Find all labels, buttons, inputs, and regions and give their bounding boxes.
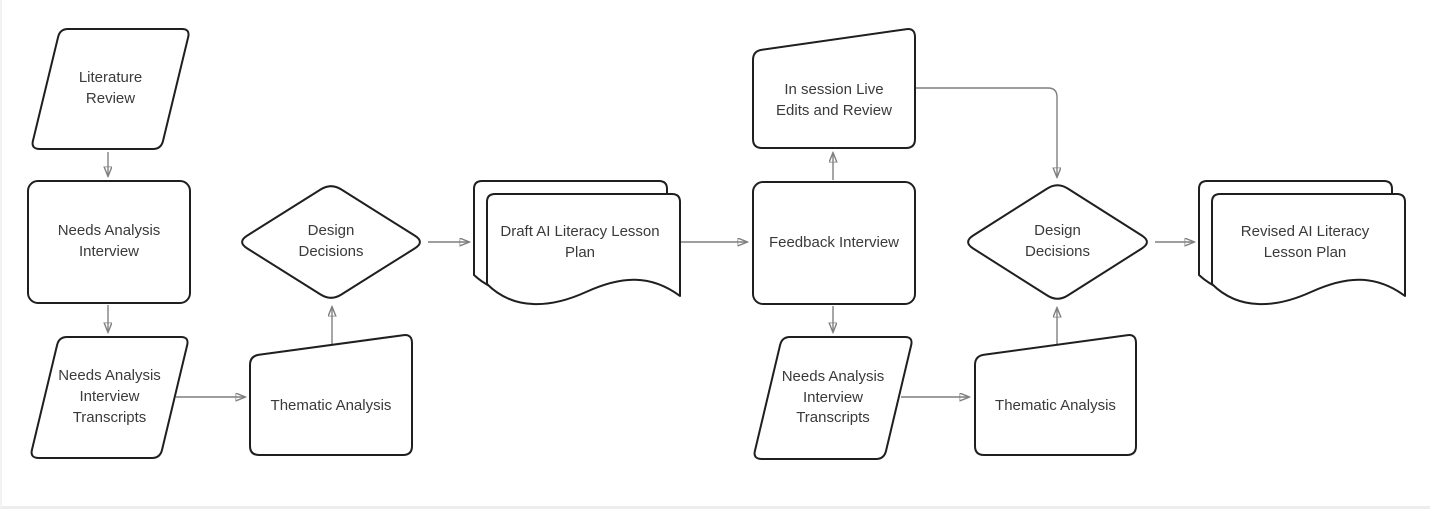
node-label: Design Decisions [298, 222, 364, 260]
node-draft-ai-literacy-lesson-plan[interactable]: Draft AI Literacy Lesson Plan [473, 180, 681, 306]
node-revised-ai-literacy-lesson-plan[interactable]: Revised AI Literacy Lesson Plan [1198, 180, 1406, 306]
parallelogram-shape [31, 28, 190, 150]
node-needs-analysis-interview-transcripts-2[interactable]: Needs Analysis Interview Transcripts [752, 336, 914, 460]
node-label: Feedback Interview [768, 233, 900, 251]
node-needs-analysis-interview-transcripts-1[interactable]: Needs Analysis Interview Transcripts [29, 336, 190, 459]
node-label: Design Decisions [1024, 222, 1091, 260]
node-label: In session Live Edits and Review [776, 80, 892, 119]
node-label: Needs Analysis Interview Transcripts [58, 367, 161, 426]
node-label: Literature Review [78, 69, 143, 107]
diamond-shape [241, 185, 421, 299]
multi-document-shape [473, 180, 681, 306]
manual-operation-card-shape [249, 334, 413, 456]
node-thematic-analysis-1[interactable]: Thematic Analysis [249, 333, 413, 456]
edge-in-session-to-design-decisions-2 [916, 87, 1057, 177]
node-needs-analysis-interview[interactable]: Needs Analysis Interview [27, 180, 191, 304]
node-label: Thematic Analysis [270, 397, 392, 415]
rounded-rectangle-shape [27, 180, 191, 304]
node-label: Revised AI Literacy Lesson Plan [1240, 223, 1370, 261]
diamond-shape [967, 184, 1148, 300]
manual-operation-card-shape [974, 334, 1137, 456]
node-literature-review[interactable]: Literature Review [30, 28, 191, 150]
node-label: Draft AI Literacy Lesson Plan [500, 223, 660, 261]
node-feedback-interview[interactable]: Feedback Interview [752, 181, 916, 305]
multi-document-shape [1198, 180, 1406, 306]
node-design-decisions-1[interactable]: Design Decisions [236, 182, 426, 302]
node-label: Needs Analysis Interview [57, 222, 161, 260]
parallelogram-shape [30, 336, 189, 459]
parallelogram-shape [753, 336, 913, 460]
node-label: Needs Analysis Interview Transcripts [781, 367, 885, 427]
node-design-decisions-2[interactable]: Design Decisions [962, 181, 1153, 303]
node-thematic-analysis-2[interactable]: Thematic Analysis [974, 333, 1137, 456]
node-label: Thematic Analysis [995, 397, 1116, 415]
rounded-rectangle-shape [752, 181, 916, 305]
node-in-session-live-edits-and-review[interactable]: In session Live Edits and Review [752, 27, 916, 149]
manual-operation-card-shape [752, 28, 916, 149]
